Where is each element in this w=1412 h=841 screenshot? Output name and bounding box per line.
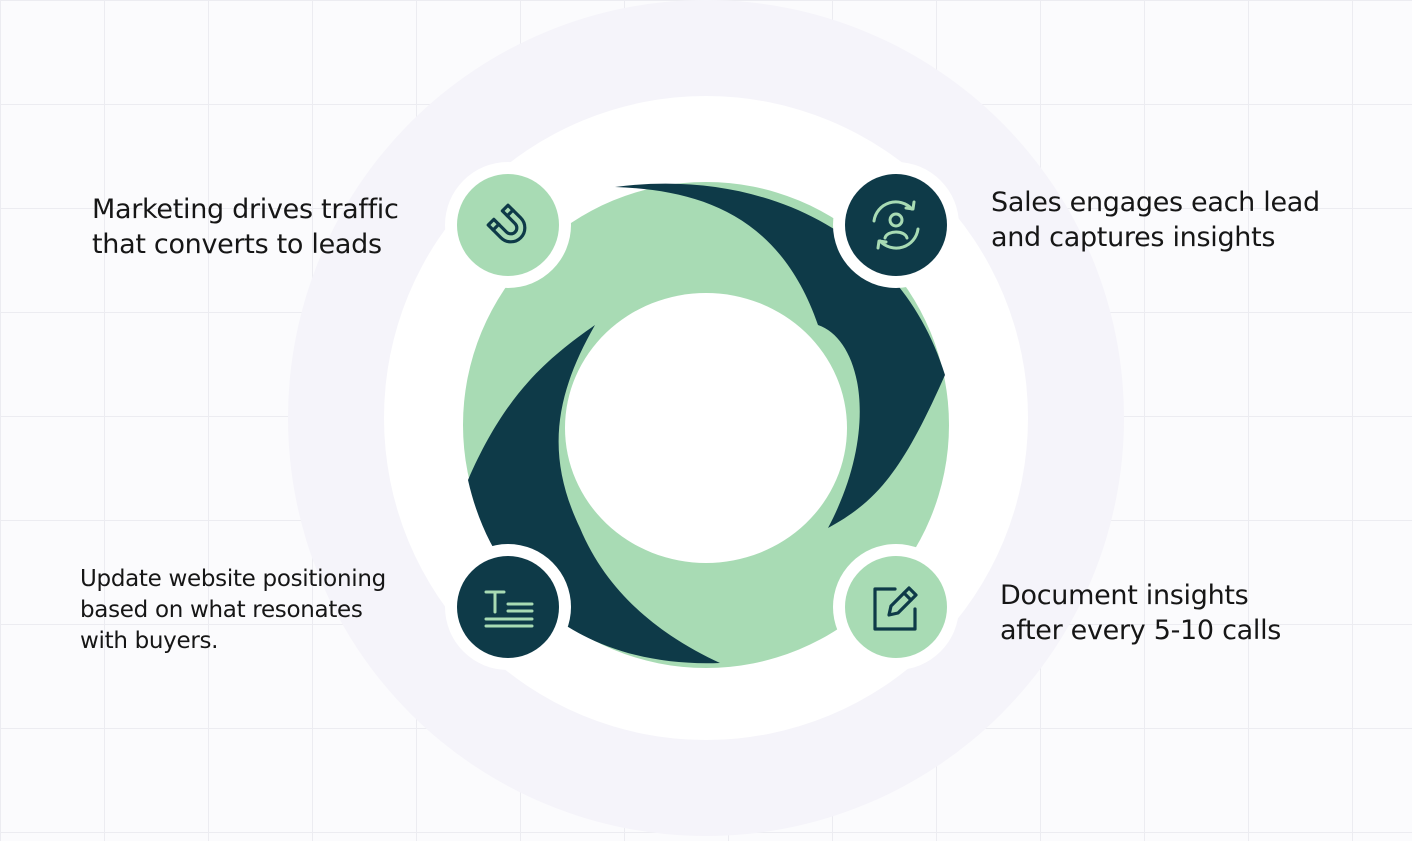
step-label-website: Update website positioning based on what…: [80, 566, 386, 654]
step-label-document: Document insights after every 5-10 calls: [1000, 580, 1282, 646]
badge-bottom-right: [833, 544, 959, 670]
badge-top-left: [445, 162, 571, 288]
badge-bottom-left: [445, 544, 571, 670]
person-cycle-icon: [872, 200, 920, 250]
text-lines-icon: [484, 590, 534, 628]
ring-center: [565, 293, 847, 563]
step-label-marketing: Marketing drives traffic that converts t…: [92, 194, 399, 260]
magnet-icon: [486, 203, 527, 244]
edit-note-icon: [873, 586, 918, 631]
badge-top-right: [833, 162, 959, 288]
step-label-sales: Sales engages each lead and captures ins…: [991, 187, 1320, 253]
